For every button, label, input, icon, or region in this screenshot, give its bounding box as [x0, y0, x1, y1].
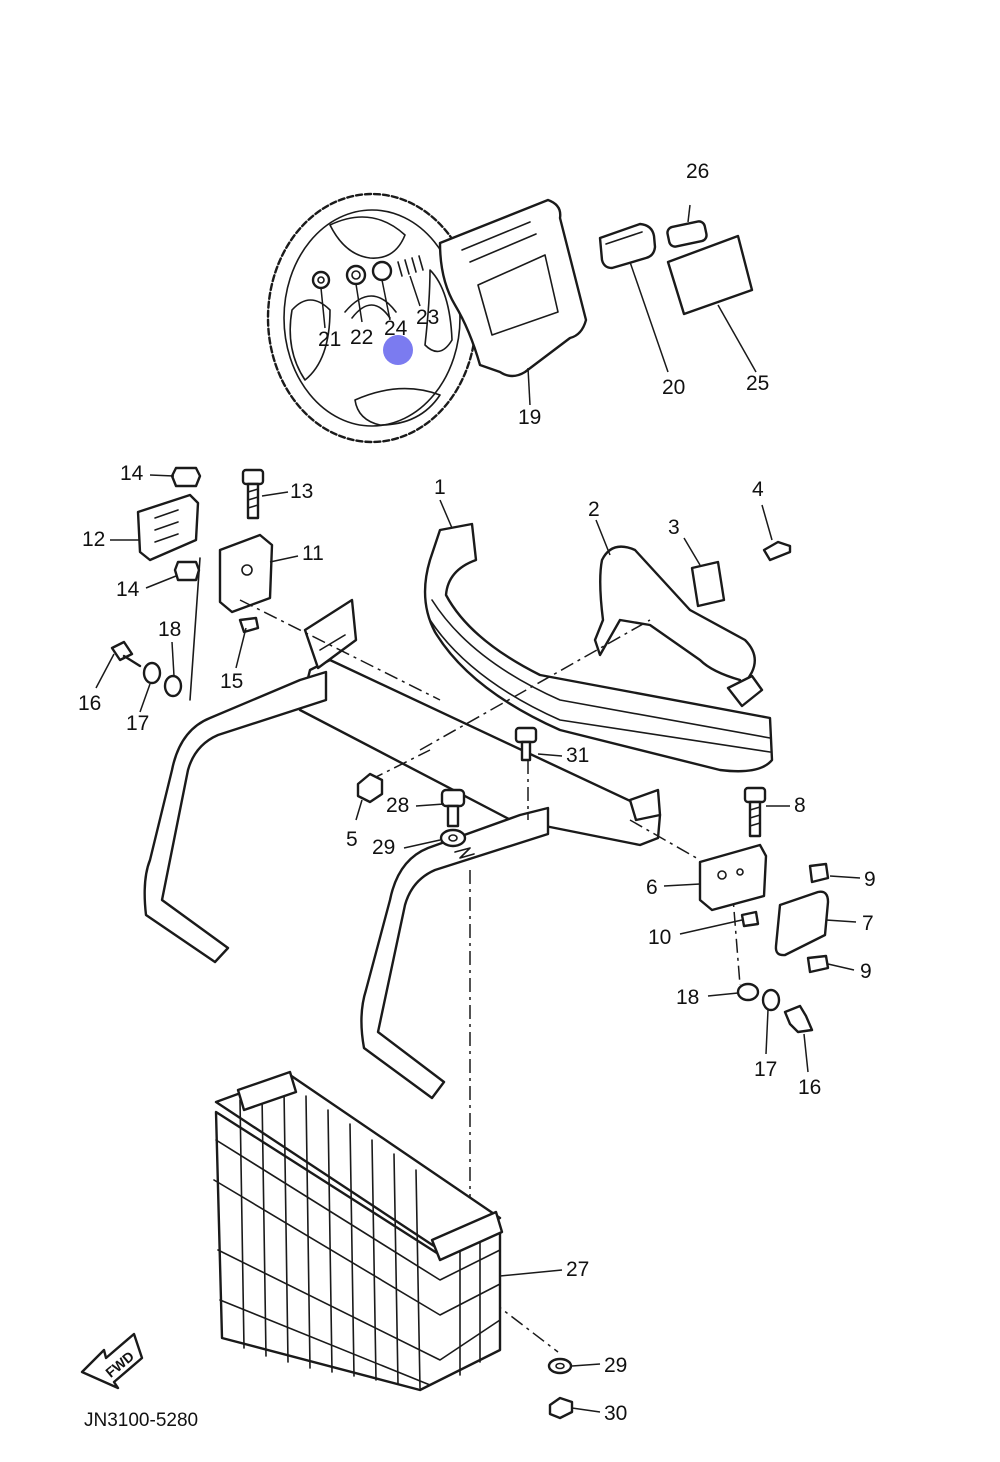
callout-5: 5	[346, 828, 358, 851]
leader-lines	[95, 204, 861, 1413]
callout-1: 1	[434, 476, 446, 499]
callout-2: 2	[588, 498, 600, 521]
basket	[213, 1070, 504, 1392]
callout-7: 7	[862, 912, 874, 935]
marker-dot	[383, 335, 413, 365]
callout-6: 6	[646, 876, 658, 899]
callout-17-left: 17	[126, 712, 149, 735]
callout-23: 23	[416, 306, 439, 329]
callout-8: 8	[794, 794, 806, 817]
callout-18-right: 18	[676, 986, 699, 1009]
callout-30: 30	[604, 1402, 627, 1425]
callout-29-bottom: 29	[604, 1354, 627, 1377]
main-frame	[143, 598, 662, 1100]
fwd-arrow-icon: FWD	[80, 1332, 144, 1390]
callout-28: 28	[386, 794, 409, 817]
callout-13: 13	[290, 480, 313, 503]
callout-18-left: 18	[158, 618, 181, 641]
callout-labels: 21 22 24 23 19 26 20 25 14 13 12 11 14 1…	[78, 160, 876, 1425]
callout-4: 4	[752, 478, 764, 501]
callout-16-right: 16	[798, 1076, 821, 1099]
callout-21: 21	[318, 328, 341, 351]
center-lines	[239, 599, 741, 1353]
drawing-code: JN3100-5280	[84, 1410, 198, 1431]
callout-3: 3	[668, 516, 680, 539]
callout-29-top: 29	[372, 836, 395, 859]
right-bracket-group	[698, 786, 830, 1034]
callout-9-bottom: 9	[860, 960, 872, 983]
callout-9-top: 9	[864, 868, 876, 891]
callout-22: 22	[350, 326, 373, 349]
callout-31: 31	[566, 744, 589, 767]
horn-pad	[438, 198, 588, 378]
callout-19: 19	[518, 406, 541, 429]
callout-14-bottom: 14	[116, 578, 140, 601]
bolt-4	[762, 540, 792, 562]
callout-20: 20	[662, 376, 685, 399]
emblem-parts	[598, 220, 754, 316]
steering-wheel	[266, 192, 478, 444]
belt	[593, 545, 764, 708]
callout-25: 25	[746, 372, 769, 395]
callout-16-left: 16	[78, 692, 101, 715]
callout-27: 27	[566, 1258, 589, 1281]
bumper	[423, 522, 774, 773]
callout-15: 15	[220, 670, 243, 693]
callout-26: 26	[686, 160, 709, 183]
callout-10: 10	[648, 926, 671, 949]
callout-17-right: 17	[754, 1058, 777, 1081]
callout-14-top: 14	[120, 462, 144, 485]
belt-clip	[690, 560, 726, 608]
center-hardware	[356, 726, 538, 859]
basket-hardware	[547, 1357, 574, 1420]
callout-24: 24	[384, 317, 408, 340]
callout-11: 11	[302, 542, 324, 565]
callout-12: 12	[82, 528, 105, 551]
